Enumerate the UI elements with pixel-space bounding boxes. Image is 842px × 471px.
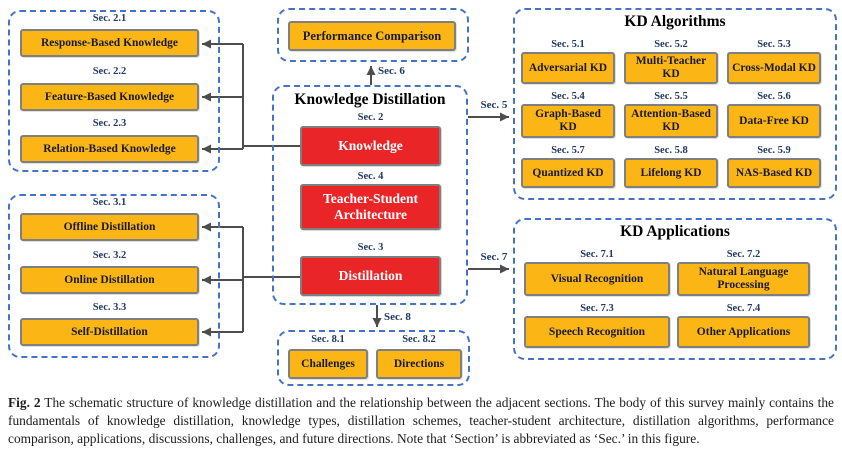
box-data-free-kd: Data-Free KD — [727, 104, 821, 138]
box-visual-recognition: Visual Recognition — [524, 262, 670, 296]
box-speech-recognition: Speech Recognition — [524, 316, 670, 348]
box-response-based-knowledge: Response-Based Knowledge — [20, 29, 199, 57]
box-quantized-kd: Quantized KD — [521, 158, 615, 188]
box-relation-based-knowledge: Relation-Based Knowledge — [20, 135, 199, 163]
sec-label-3-2: Sec. 3.2 — [92, 250, 127, 261]
box-nas-based-kd: NAS-Based KD — [727, 158, 821, 188]
performance-comparison-group — [277, 8, 469, 62]
box-performance-comparison: Performance Comparison — [288, 21, 456, 51]
box-directions: Directions — [376, 349, 462, 379]
sec-label-2-3: Sec. 2.3 — [92, 118, 127, 129]
box-knowledge: Knowledge — [300, 126, 441, 166]
sec-label-5: Sec. 5 — [480, 99, 508, 111]
sec-label-5-8: Sec. 5.8 — [654, 145, 688, 156]
sec-label-5-1: Sec. 5.1 — [551, 39, 585, 50]
box-lifelong-kd: Lifelong KD — [624, 158, 718, 188]
sec-label-5-5: Sec. 5.5 — [654, 91, 688, 102]
box-offline-distillation: Offline Distillation — [20, 213, 199, 241]
center-title: Knowledge Distillation — [294, 91, 446, 108]
sec-label-8-2: Sec. 8.2 — [402, 334, 436, 345]
box-multi-teacher-kd: Multi-Teacher KD — [624, 52, 718, 84]
box-distillation: Distillation — [300, 256, 441, 296]
sec-label-3-3: Sec. 3.3 — [92, 302, 127, 313]
knowledge-types-group — [8, 10, 220, 172]
sec-label-8-1: Sec. 8.1 — [311, 334, 345, 345]
sec-label-3: Sec. 3 — [357, 242, 384, 253]
box-feature-based-knowledge: Feature-Based Knowledge — [20, 83, 199, 111]
figure-caption: Fig. 2 The schematic structure of knowle… — [8, 394, 834, 447]
sec-label-8: Sec. 8 — [384, 311, 411, 323]
sec-label-4: Sec. 4 — [357, 171, 384, 182]
sec-label-5-7: Sec. 5.7 — [551, 145, 585, 156]
kd-applications-title: KD Applications — [620, 223, 730, 240]
sec-label-2: Sec. 2 — [357, 112, 384, 123]
sec-label-7-4: Sec. 7.4 — [726, 303, 761, 314]
sec-label-5-9: Sec. 5.9 — [757, 145, 791, 156]
sec-label-5-6: Sec. 5.6 — [757, 91, 791, 102]
sec-label-7: Sec. 7 — [480, 251, 508, 263]
box-challenges: Challenges — [288, 349, 368, 379]
box-teacher-student-architecture: Teacher-Student Architecture — [300, 184, 441, 230]
box-graph-based-kd: Graph-Based KD — [521, 104, 615, 138]
box-attention-based-kd: Attention-Based KD — [624, 104, 718, 138]
sec-label-3-1: Sec. 3.1 — [92, 197, 127, 208]
sec-label-2-2: Sec. 2.2 — [92, 66, 127, 77]
kd-applications-group — [513, 218, 837, 360]
box-other-applications: Other Applications — [677, 316, 810, 348]
box-self-distillation: Self-Distillation — [20, 318, 199, 346]
box-online-distillation: Online Distillation — [20, 266, 199, 294]
box-cross-modal-kd: Cross-Modal KD — [727, 52, 821, 84]
sec-label-7-1: Sec. 7.1 — [580, 249, 614, 260]
distillation-schemes-group — [8, 194, 220, 358]
kd-algorithms-title: KD Algorithms — [624, 13, 726, 30]
sec-label-5-4: Sec. 5.4 — [551, 91, 585, 102]
sec-label-5-3: Sec. 5.3 — [757, 39, 791, 50]
box-natural-language-processing: Natural Language Processing — [677, 262, 810, 296]
challenges-directions-group — [277, 330, 470, 386]
box-adversarial-kd: Adversarial KD — [521, 52, 615, 84]
sec-label-2-1: Sec. 2.1 — [92, 13, 127, 24]
figure-caption-label: Fig. 2 — [8, 395, 41, 410]
sec-label-7-3: Sec. 7.3 — [580, 303, 614, 314]
sec-label-6: Sec. 6 — [378, 65, 405, 77]
kd-schematic-diagram: Sec. 2.1 Response-Based Knowledge Sec. 2… — [8, 8, 837, 386]
sec-label-7-2: Sec. 7.2 — [726, 249, 761, 260]
kd-algorithms-group — [513, 8, 837, 200]
sec-label-5-2: Sec. 5.2 — [654, 39, 688, 50]
figure-caption-text: The schematic structure of knowledge dis… — [8, 395, 834, 446]
knowledge-distillation-group — [272, 85, 468, 305]
